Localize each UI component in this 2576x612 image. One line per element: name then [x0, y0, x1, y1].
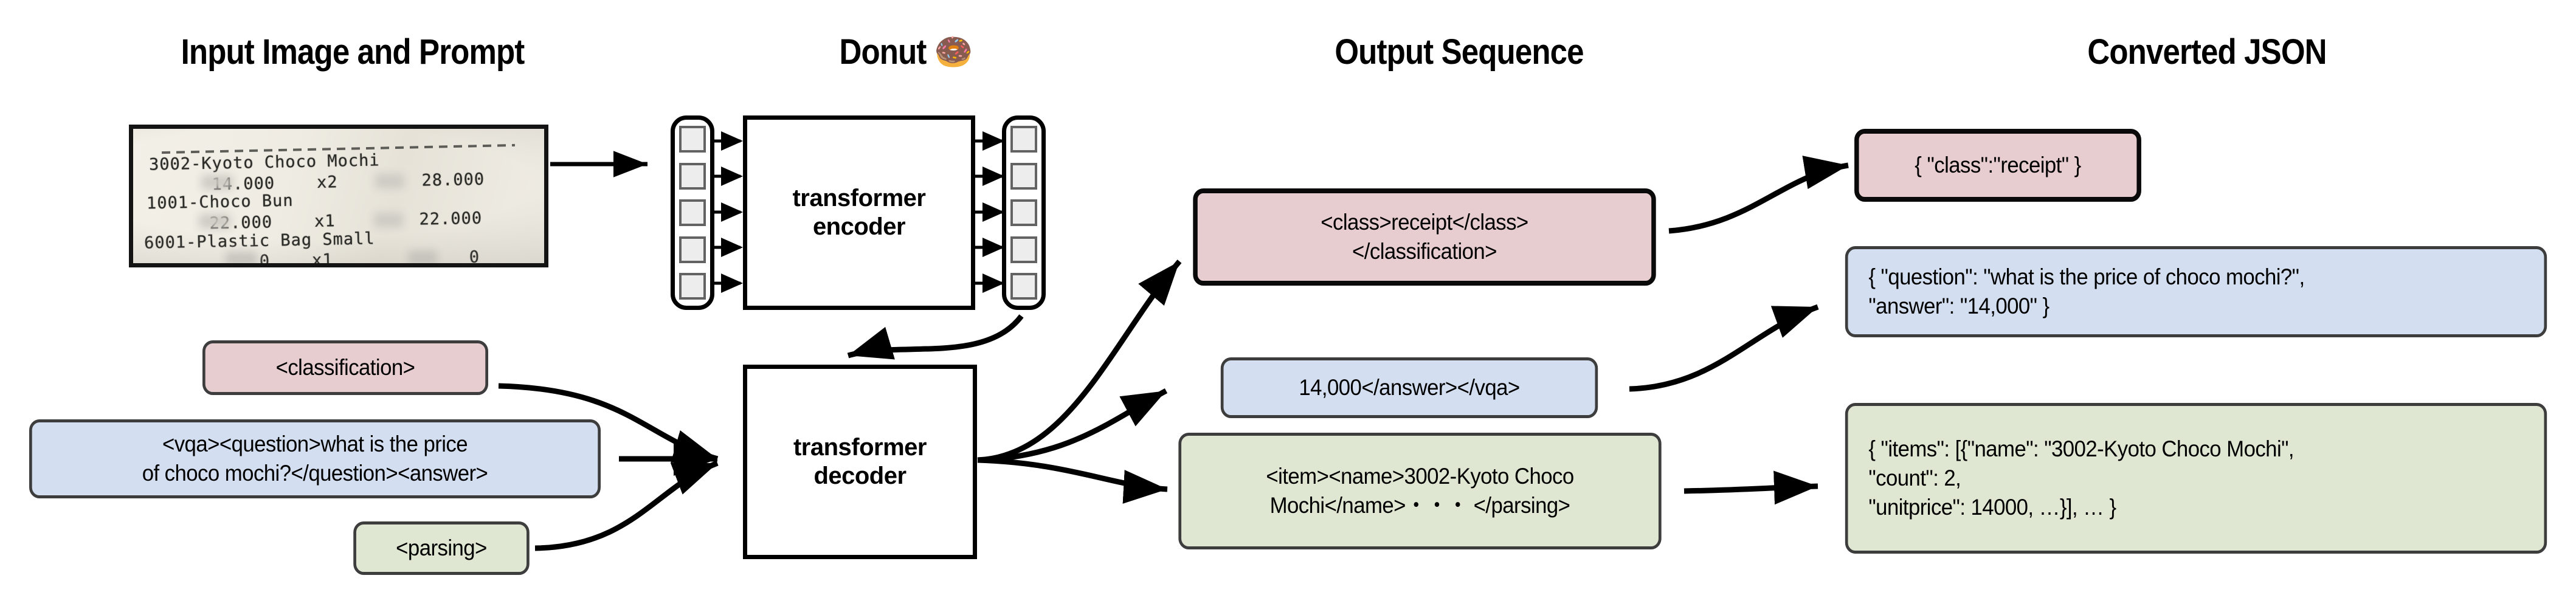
- token-square: [1010, 162, 1037, 190]
- json-vqa[interactable]: { "question": "what is the price of choc…: [1845, 246, 2547, 337]
- page-title-json: Converted JSON: [2087, 32, 2327, 72]
- json-vqa-text: { "question": "what is the price of choc…: [1868, 264, 2305, 318]
- output-parsing-text: <item><name>3002-Kyoto Choco Mochi</name…: [1266, 463, 1574, 518]
- page-title-output: Output Sequence: [1335, 32, 1584, 72]
- receipt-redaction-3: [226, 252, 257, 263]
- token-square: [679, 273, 706, 300]
- transformer-decoder-box: transformer decoder: [743, 365, 977, 559]
- prompt-parsing-text: <parsing>: [396, 535, 487, 560]
- output-vqa[interactable]: 14,000</answer></vqa>: [1220, 357, 1598, 418]
- json-classification[interactable]: { "class":"receipt" }: [1854, 129, 2141, 202]
- json-parsing[interactable]: { "items": [{"name": "3002-Kyoto Choco M…: [1845, 403, 2547, 554]
- arrow-vqa-output-to-json: [1629, 304, 1819, 392]
- token-square: [1010, 236, 1037, 263]
- prompt-vqa-text: <vqa><question>what is the price of choc…: [142, 431, 488, 486]
- prompt-classification[interactable]: <classification>: [202, 340, 488, 395]
- output-classification-text: <class>receipt</class> </classification>: [1321, 209, 1528, 264]
- input-receipt-image: 3002-Kyoto Choco Mochi 14.000 x2 28.000 …: [129, 125, 548, 267]
- output-classification[interactable]: <class>receipt</class> </classification>: [1193, 188, 1656, 286]
- token-square: [679, 126, 706, 153]
- token-square: [1010, 273, 1037, 300]
- transformer-encoder-label: transformer encoder: [792, 184, 926, 240]
- arrow-decoder-to-vqa-output: [977, 388, 1168, 463]
- arrows-encoder-to-tokens: [973, 131, 1004, 293]
- receipt-redaction-5: [374, 213, 403, 227]
- transformer-encoder-box: transformer encoder: [743, 115, 975, 310]
- arrow-decoder-to-parsing-output: [977, 457, 1168, 504]
- output-parsing[interactable]: <item><name>3002-Kyoto Choco Mochi</name…: [1178, 433, 1662, 549]
- token-square: [679, 162, 706, 190]
- encoder-input-token-strip: [671, 115, 714, 310]
- transformer-decoder-label: transformer decoder: [793, 433, 927, 489]
- receipt-redaction-4: [375, 174, 404, 188]
- receipt-redaction-2: [199, 214, 230, 229]
- token-square: [1010, 199, 1037, 226]
- encoder-output-token-strip: [1002, 115, 1046, 310]
- receipt-line-3: 1001-Choco Bun: [146, 191, 294, 213]
- prompt-vqa[interactable]: <vqa><question>what is the price of choc…: [29, 419, 601, 498]
- arrow-parsing-output-to-json: [1683, 470, 1818, 505]
- page-title-donut: Donut 🍩: [839, 32, 973, 72]
- arrow-class-output-to-json: [1668, 156, 1849, 234]
- arrows-tokens-to-encoder: [713, 131, 743, 293]
- receipt-redaction-6: [408, 250, 437, 263]
- json-parsing-text: { "items": [{"name": "3002-Kyoto Choco M…: [1868, 436, 2295, 520]
- arrow-encoder-to-decoder: [847, 314, 1024, 360]
- page-title-input: Input Image and Prompt: [181, 32, 525, 72]
- token-square: [1010, 126, 1037, 153]
- json-classification-text: { "class":"receipt" }: [1915, 152, 2081, 177]
- prompt-parsing[interactable]: <parsing>: [353, 521, 530, 575]
- prompt-classification-text: <classification>: [275, 354, 415, 380]
- token-square: [679, 236, 706, 263]
- output-vqa-text: 14,000</answer></vqa>: [1299, 374, 1520, 400]
- receipt-redaction-1: [201, 175, 233, 190]
- token-square: [679, 199, 706, 226]
